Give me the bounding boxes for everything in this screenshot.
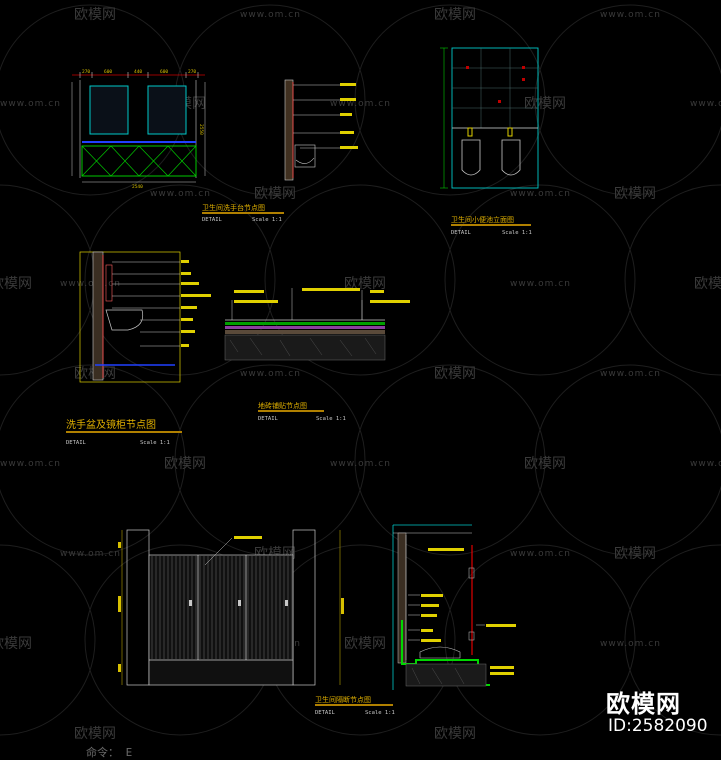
svg-text:www.om.cn: www.om.cn bbox=[330, 459, 391, 469]
svg-text:欧模网: 欧模网 bbox=[524, 96, 566, 112]
svg-text:www.om.cn: www.om.cn bbox=[690, 459, 721, 469]
svg-text:DETAIL: DETAIL bbox=[202, 217, 223, 223]
svg-text:www.om.cn: www.om.cn bbox=[330, 99, 391, 109]
svg-text:2540: 2540 bbox=[132, 184, 143, 190]
svg-text:www.om.cn: www.om.cn bbox=[510, 279, 571, 289]
svg-text:DETAIL: DETAIL bbox=[451, 230, 472, 236]
svg-text:Scale 1:1: Scale 1:1 bbox=[365, 710, 395, 716]
svg-text:DETAIL: DETAIL bbox=[66, 440, 87, 446]
svg-text:欧模网: 欧模网 bbox=[254, 186, 296, 202]
svg-text:www.om.cn: www.om.cn bbox=[510, 549, 571, 559]
svg-text:600: 600 bbox=[104, 69, 112, 75]
mirror-elevation-title-block: 卫生间洗手台节点图 DETAIL Scale 1:1 bbox=[202, 203, 284, 223]
watermark-urls: www.om.cn www.om.cn www.om.cn www.om.cn … bbox=[0, 10, 721, 649]
svg-text:270: 270 bbox=[188, 69, 196, 75]
mirror-elevation-drawing[interactable]: 270 600 440 600 270 2550 2540 bbox=[71, 69, 206, 190]
svg-text:270: 270 bbox=[82, 69, 90, 75]
svg-text:www.om.cn: www.om.cn bbox=[690, 99, 721, 109]
watermark-circles bbox=[0, 4, 721, 736]
svg-text:欧模网: 欧模网 bbox=[0, 636, 32, 652]
brand-logo: 欧模网 bbox=[606, 690, 681, 718]
svg-text:www.om.cn: www.om.cn bbox=[240, 10, 301, 20]
floor-section-title-block: 地砖铺贴节点图 DETAIL Scale 1:1 bbox=[258, 401, 346, 422]
svg-text:www.om.cn: www.om.cn bbox=[600, 369, 661, 379]
svg-text:www.om.cn: www.om.cn bbox=[600, 639, 661, 649]
svg-text:www.om.cn: www.om.cn bbox=[60, 549, 121, 559]
svg-text:www.om.cn: www.om.cn bbox=[240, 369, 301, 379]
basin-section-drawing[interactable] bbox=[79, 251, 211, 383]
svg-text:欧模网: 欧模网 bbox=[434, 7, 476, 23]
urinal-elevation-drawing[interactable] bbox=[440, 47, 539, 189]
svg-text:欧模网: 欧模网 bbox=[164, 456, 206, 472]
svg-text:欧模网: 欧模网 bbox=[0, 276, 32, 292]
basin-section-title-block: 洗手盆及镜柜节点图 DETAIL Scale 1:1 bbox=[66, 418, 182, 446]
svg-text:www.om.cn: www.om.cn bbox=[0, 99, 61, 109]
floor-section-drawing[interactable] bbox=[224, 288, 410, 361]
svg-text:www.om.cn: www.om.cn bbox=[150, 189, 211, 199]
svg-text:欧模网: 欧模网 bbox=[74, 726, 116, 742]
svg-text:卫生间隔断节点图: 卫生间隔断节点图 bbox=[315, 695, 371, 704]
svg-text:欧模网: 欧模网 bbox=[434, 726, 476, 742]
svg-text:欧模网: 欧模网 bbox=[614, 186, 656, 202]
svg-text:www.om.cn: www.om.cn bbox=[510, 189, 571, 199]
svg-text:欧模网: 欧模网 bbox=[524, 456, 566, 472]
svg-text:地砖铺贴节点图: 地砖铺贴节点图 bbox=[258, 401, 307, 410]
svg-text:600: 600 bbox=[160, 69, 168, 75]
svg-text:DETAIL: DETAIL bbox=[258, 416, 279, 422]
svg-text:欧模网: 欧模网 bbox=[74, 7, 116, 23]
svg-text:2550: 2550 bbox=[198, 124, 204, 135]
svg-text:Scale 1:1: Scale 1:1 bbox=[316, 416, 346, 422]
svg-text:欧模网: 欧模网 bbox=[694, 276, 721, 292]
svg-text:Scale 1:1: Scale 1:1 bbox=[140, 440, 170, 446]
svg-text:DETAIL: DETAIL bbox=[315, 710, 336, 716]
vanity-side-section[interactable] bbox=[284, 79, 358, 181]
svg-text:www.om.cn: www.om.cn bbox=[0, 459, 61, 469]
svg-text:卫生间小便池立面图: 卫生间小便池立面图 bbox=[451, 215, 514, 224]
svg-text:Scale 1:1: Scale 1:1 bbox=[502, 230, 532, 236]
command-line[interactable]: 命令： E bbox=[86, 746, 133, 759]
svg-text:440: 440 bbox=[134, 69, 142, 75]
partition-elevation-drawing[interactable] bbox=[118, 529, 344, 686]
svg-text:洗手盆及镜柜节点图: 洗手盆及镜柜节点图 bbox=[66, 418, 156, 431]
urinal-elevation-title-block: 卫生间小便池立面图 DETAIL Scale 1:1 bbox=[451, 215, 532, 236]
svg-text:欧模网: 欧模网 bbox=[434, 366, 476, 382]
svg-text:欧模网: 欧模网 bbox=[614, 546, 656, 562]
svg-text:www.om.cn: www.om.cn bbox=[60, 279, 121, 289]
partition-title-block: 卫生间隔断节点图 DETAIL Scale 1:1 bbox=[315, 695, 395, 716]
partition-section-drawing[interactable] bbox=[392, 524, 516, 690]
svg-text:卫生间洗手台节点图: 卫生间洗手台节点图 bbox=[202, 203, 265, 212]
svg-text:欧模网: 欧模网 bbox=[344, 636, 386, 652]
svg-text:Scale 1:1: Scale 1:1 bbox=[252, 217, 282, 223]
svg-text:www.om.cn: www.om.cn bbox=[600, 10, 661, 20]
brand-id: ID:2582090 bbox=[608, 716, 708, 736]
